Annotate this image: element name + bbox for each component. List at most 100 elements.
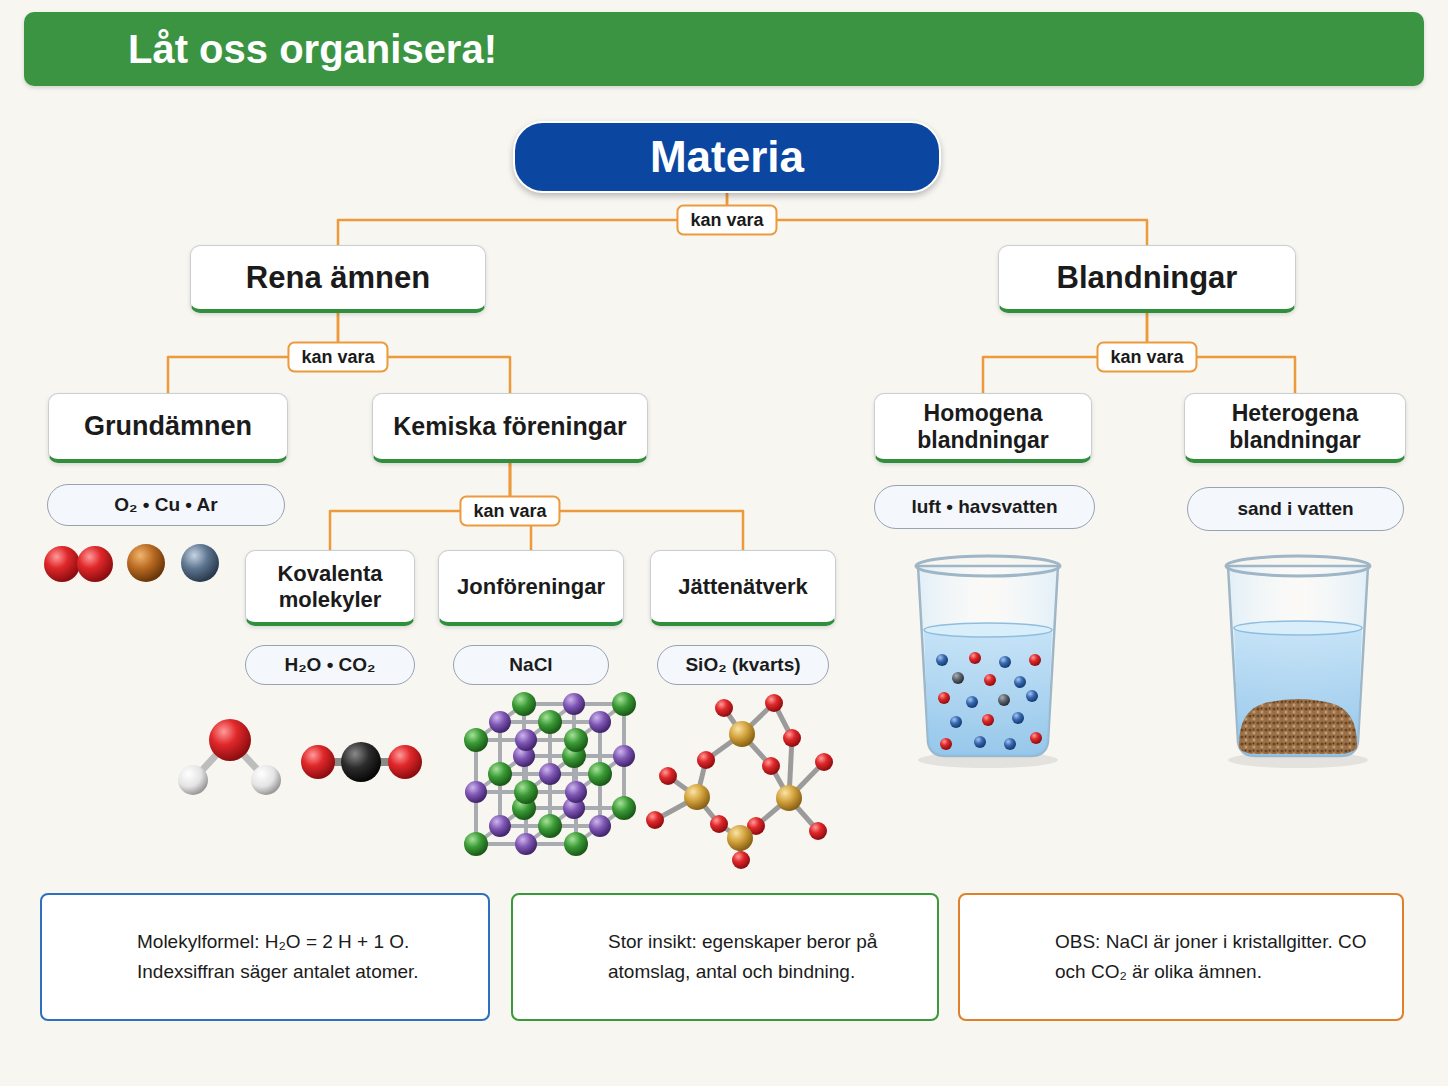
node-text: Blandningar <box>1057 260 1238 296</box>
dissolved-particle <box>936 654 948 666</box>
dissolved-particle <box>1030 732 1042 744</box>
category-box: Jonföreningar <box>438 550 624 626</box>
node-text: Rena ämnen <box>246 260 430 296</box>
water-molecule-part <box>251 765 281 795</box>
lattice-ion <box>464 728 488 752</box>
example-pill: NaCl <box>453 645 609 685</box>
element-models <box>44 544 219 582</box>
sio2-atoms-part <box>729 721 755 747</box>
lattice-ion <box>512 692 536 716</box>
sio2-atoms-part <box>815 753 833 771</box>
sio2-atoms-part <box>715 699 733 717</box>
lattice-ion <box>565 781 587 803</box>
dissolved-particle <box>940 738 952 750</box>
lattice-ion <box>538 710 562 734</box>
info-box: OBS: NaCl är joner i kristallgitter. CO … <box>958 893 1404 1021</box>
node-text: O₂ • Cu • Ar <box>114 494 217 516</box>
category-box: Kovalenta molekyler <box>245 550 415 626</box>
sio2-atoms-part <box>732 851 750 869</box>
lattice-ion <box>612 692 636 716</box>
heterogeneous-beaker-part <box>1228 566 1368 756</box>
example-pill: O₂ • Cu • Ar <box>47 484 285 526</box>
tree-connector <box>338 193 727 245</box>
water-molecule <box>178 719 281 795</box>
sio2-atoms-part <box>697 751 715 769</box>
lattice-ion <box>515 729 537 751</box>
edge-label: kan vara <box>287 342 388 373</box>
homogeneous-beaker-part <box>916 556 1060 576</box>
co2-molecule <box>301 742 422 782</box>
lattice-ion <box>538 814 562 838</box>
dissolved-particle <box>999 656 1011 668</box>
dissolved-particle <box>1029 654 1041 666</box>
lattice-ion <box>515 833 537 855</box>
node-text: Jonföreningar <box>457 574 605 599</box>
dissolved-particle <box>1026 690 1038 702</box>
category-box: Blandningar <box>998 245 1296 313</box>
dissolved-particle <box>966 696 978 708</box>
water-molecule-part <box>178 765 208 795</box>
category-box: Jättenätverk <box>650 550 836 626</box>
dissolved-particle <box>1012 712 1024 724</box>
example-pill: luft • havsvatten <box>874 485 1095 529</box>
category-box: Kemiska föreningar <box>372 393 648 463</box>
heterogeneous-beaker-part <box>1239 699 1357 754</box>
example-pill: H₂O • CO₂ <box>245 645 415 685</box>
node-text: OBS: NaCl är joner i kristallgitter. CO … <box>1055 927 1382 988</box>
heterogeneous-beaker <box>1226 556 1370 768</box>
dissolved-particle <box>952 672 964 684</box>
root-box: Materia <box>513 121 941 193</box>
element-models-part <box>44 546 80 582</box>
node-text: Grundämnen <box>84 411 252 442</box>
node-text: luft • havsvatten <box>911 496 1057 518</box>
node-text: H₂O • CO₂ <box>284 654 375 676</box>
node-text: Heterogena blandningar <box>1195 400 1395 453</box>
lattice-ion <box>589 815 611 837</box>
sio2-atoms <box>646 694 833 869</box>
dissolved-particle <box>969 652 981 664</box>
node-text: Kovalenta molekyler <box>256 561 404 612</box>
dissolved-particle <box>984 674 996 686</box>
lattice-ion <box>514 780 538 804</box>
dissolved-particle <box>998 694 1010 706</box>
element-models-part <box>181 544 219 582</box>
sio2-atoms-part <box>762 757 780 775</box>
dissolved-particle <box>982 714 994 726</box>
homogeneous-beaker-part <box>918 566 1058 756</box>
water-molecule-part <box>209 719 251 761</box>
sio2-atoms-part <box>776 785 802 811</box>
lattice-ion <box>488 762 512 786</box>
lattice-ion <box>489 711 511 733</box>
co2-molecule-part <box>341 742 381 782</box>
edge-label: kan vara <box>1096 342 1197 373</box>
lattice-ion <box>564 832 588 856</box>
dissolved-particle <box>938 692 950 704</box>
homogeneous-beaker-part <box>936 652 1042 750</box>
example-pill: sand i vatten <box>1187 487 1404 531</box>
nacl-lattice <box>464 692 636 856</box>
category-box: Grundämnen <box>48 393 288 463</box>
node-text: SiO₂ (kvarts) <box>685 654 800 676</box>
dissolved-particle <box>974 736 986 748</box>
node-text: Kemiska föreningar <box>393 412 626 441</box>
sio2-atoms-part <box>659 767 677 785</box>
node-text: sand i vatten <box>1237 498 1353 520</box>
info-box: Molekylformel: H₂O = 2 H + 1 O. Indexsif… <box>40 893 490 1021</box>
edge-label: kan vara <box>676 205 777 236</box>
sio2-atoms-part <box>809 822 827 840</box>
lattice-ion <box>612 796 636 820</box>
lattice-ion <box>489 815 511 837</box>
lattice-ion <box>465 781 487 803</box>
category-box: Rena ämnen <box>190 245 486 313</box>
tree-connector <box>727 193 1147 245</box>
lattice-ion <box>563 693 585 715</box>
edge-label: kan vara <box>459 496 560 527</box>
co2-molecule-part <box>301 745 335 779</box>
heterogeneous-beaker-part <box>1234 621 1362 635</box>
example-pill: SiO₂ (kvarts) <box>657 645 829 685</box>
node-text: Molekylformel: H₂O = 2 H + 1 O. Indexsif… <box>137 927 468 988</box>
info-box: Stor insikt: egenskaper beror på atomsla… <box>511 893 939 1021</box>
page-title: Låt oss organisera! <box>128 22 497 76</box>
sio2-network <box>655 703 824 860</box>
